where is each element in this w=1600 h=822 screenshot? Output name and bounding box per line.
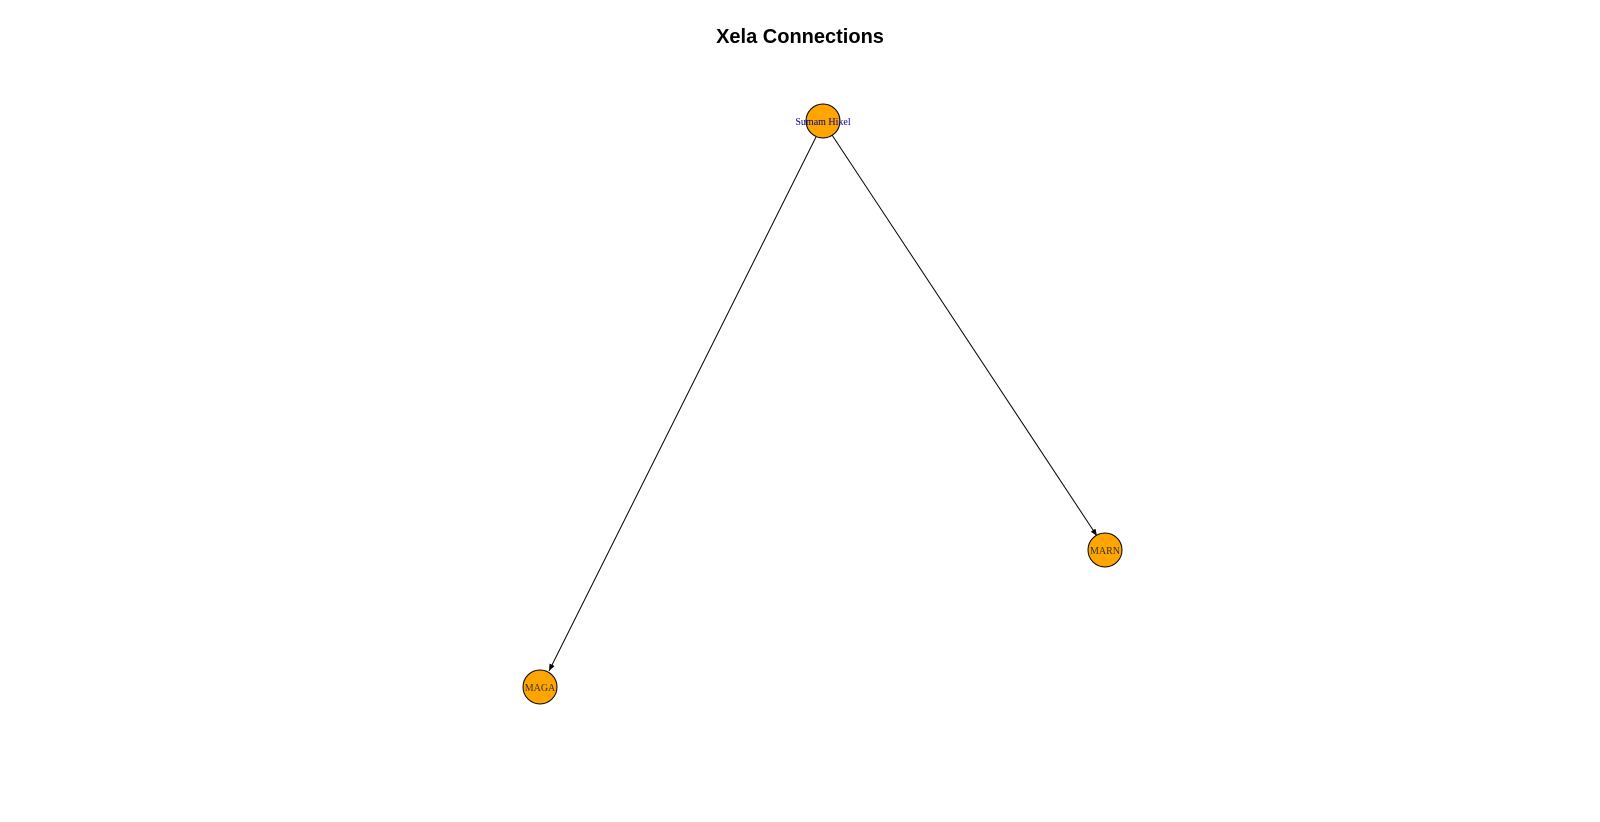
node-maga: MAGA [522,669,558,705]
node-label: MAGA [525,683,556,694]
node-circle [522,669,558,705]
edge-sumam-to-marn [831,134,1098,537]
node-marn: MARN [1087,532,1123,568]
node-circle [1087,532,1123,568]
edge-sumam-to-maga [548,136,817,672]
node-label: Sumam Hikel [795,117,850,128]
node-circle [805,103,841,139]
plot-title: Xela Connections [716,26,884,48]
node-sumam-hikel: Sumam Hikel [795,103,851,139]
node-label: MARN [1090,546,1120,557]
